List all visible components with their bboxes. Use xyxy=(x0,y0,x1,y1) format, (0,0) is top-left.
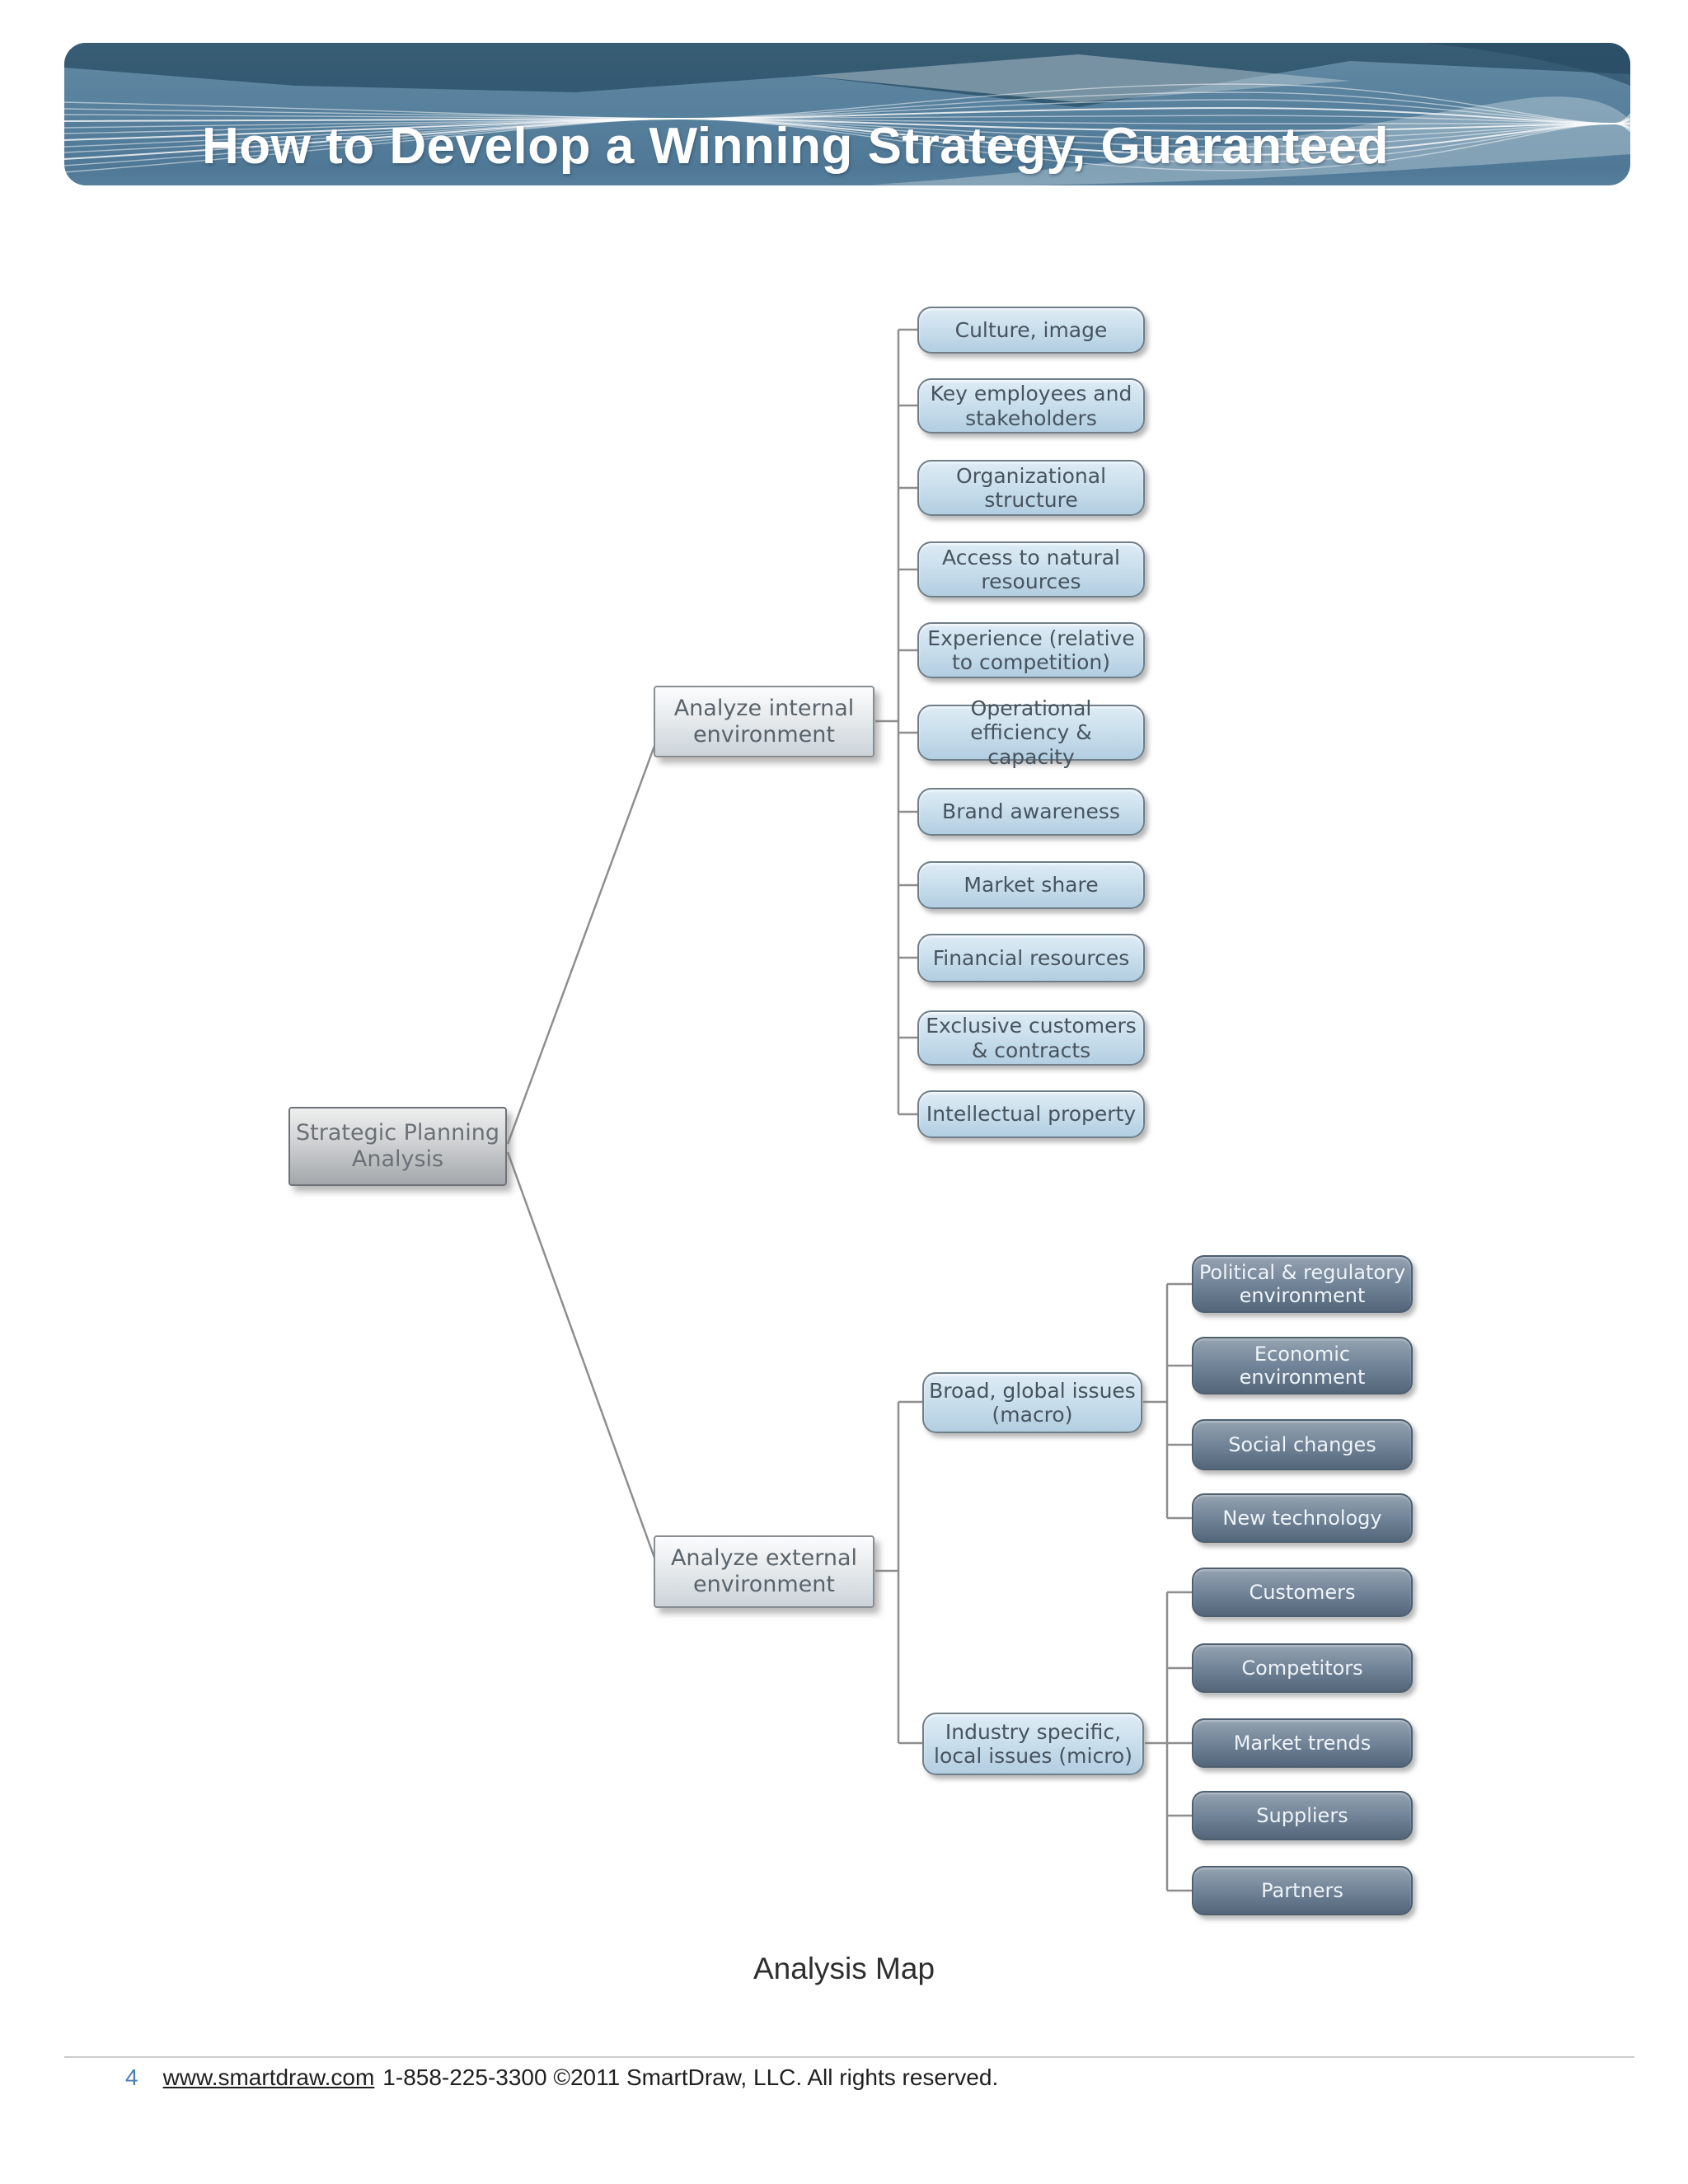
node-industry-specific-local-issues-micro: Industry specific, local issues (micro) xyxy=(922,1713,1144,1775)
banner-wave-decoration xyxy=(64,43,1630,185)
document-title: How to Develop a Winning Strategy, Guara… xyxy=(202,118,1390,175)
node-access-natural-resources: Access to natural resources xyxy=(917,541,1145,598)
node-market-trends: Market trends xyxy=(1192,1718,1413,1768)
node-market-share: Market share xyxy=(917,861,1145,909)
node-experience-relative-competition: Experience (relative to competition) xyxy=(917,622,1145,678)
node-brand-awareness: Brand awareness xyxy=(917,788,1145,836)
header-banner: How to Develop a Winning Strategy, Guara… xyxy=(64,43,1630,185)
figure-caption: Analysis Map xyxy=(753,1952,935,1985)
node-culture-image: Culture, image xyxy=(917,307,1145,354)
node-intellectual-property: Intellectual property xyxy=(917,1090,1145,1138)
node-operational-efficiency-capacity: Operational efficiency & capacity xyxy=(917,696,1145,769)
node-new-technology: New technology xyxy=(1192,1493,1413,1543)
page-number: 4 xyxy=(125,2064,138,2090)
node-social-changes: Social changes xyxy=(1192,1419,1413,1470)
page-footer: 4 www.smartdraw.com 1-858-225-3300 ©2011… xyxy=(125,2064,998,2091)
node-customers: Customers xyxy=(1192,1568,1413,1617)
node-key-employees-stakeholders: Key employees and stakeholders xyxy=(917,378,1145,434)
node-analyze-internal-environment: Analyze internal environment xyxy=(654,686,874,757)
node-exclusive-customers-contracts: Exclusive customers & contracts xyxy=(917,1010,1145,1066)
smartdraw-link[interactable]: www.smartdraw.com xyxy=(162,2064,375,2090)
footer-divider xyxy=(64,2056,1634,2058)
node-financial-resources: Financial resources xyxy=(917,934,1145,982)
node-suppliers: Suppliers xyxy=(1192,1791,1413,1840)
node-organizational-structure: Organizational structure xyxy=(917,460,1145,516)
footer-copyright: 1-858-225-3300 ©2011 SmartDraw, LLC. All… xyxy=(382,2064,999,2090)
node-analyze-external-environment: Analyze external environment xyxy=(654,1535,874,1608)
node-strategic-planning-analysis: Strategic Planning Analysis xyxy=(288,1107,507,1186)
node-political-regulatory-environment: Political & regulatory environment xyxy=(1192,1255,1413,1313)
node-partners: Partners xyxy=(1192,1866,1413,1915)
node-competitors: Competitors xyxy=(1192,1643,1413,1693)
node-economic-environment: Economic environment xyxy=(1192,1337,1413,1394)
node-broad-global-issues-macro: Broad, global issues (macro) xyxy=(922,1372,1142,1433)
